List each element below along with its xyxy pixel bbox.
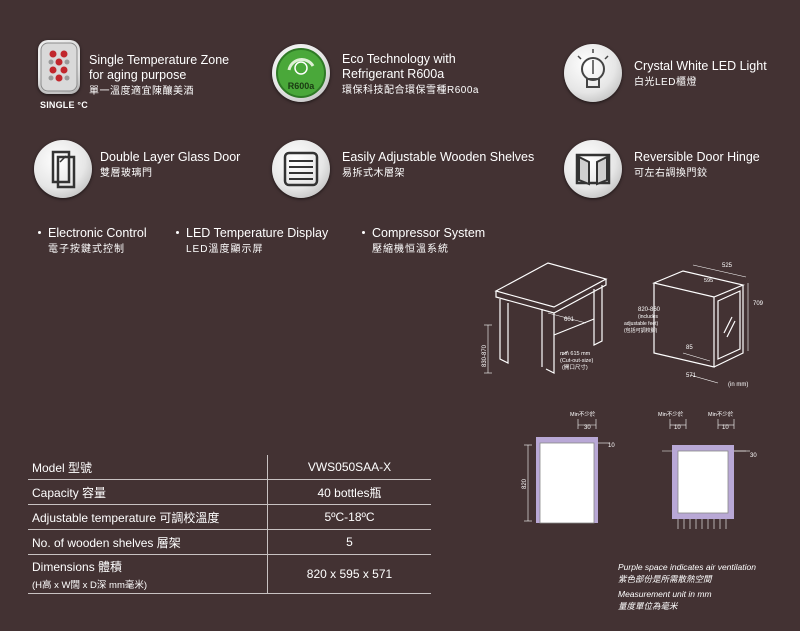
- feature-single-zone: SINGLE °C Single Temperature Zone for ag…: [36, 40, 256, 120]
- bullet-subtitle: 電子按鍵式控制: [48, 244, 125, 255]
- door-hinge-icon: [564, 140, 622, 198]
- feature-subtitle: 可左右調換門鉸: [634, 168, 708, 179]
- dim-cabinet-width: 601: [564, 317, 575, 323]
- feature-title: Single Temperature Zone for aging purpos…: [89, 53, 230, 82]
- bullet-dot: [362, 231, 365, 234]
- dim-cutout-zh: (開口尺寸): [562, 363, 588, 371]
- dim-feet-height: 85: [686, 345, 693, 351]
- spec-value: 40 bottles瓶: [267, 479, 431, 505]
- single-zone-icon: [38, 40, 80, 94]
- spec-row-model: Model 型號 VWS050SAA-X: [28, 455, 431, 480]
- dim-cutout-size: (Cut-out-size): [560, 358, 593, 364]
- dim-cutout-min: min 615 mm: [560, 351, 591, 357]
- bullet-subtitle: 壓縮機恒溫系統: [372, 244, 449, 255]
- dim-bottom-depth: 571: [686, 373, 697, 379]
- feature-eco: R600a Eco Technology with Refrigerant R6…: [272, 44, 522, 114]
- dim-height-range: 820-860: [638, 307, 661, 313]
- bullet-title: LED Temperature Display: [186, 226, 329, 240]
- feature-title: Crystal White LED Light: [634, 59, 767, 73]
- led-bulb-icon: [564, 44, 622, 102]
- min-label-right: Min不少於: [708, 410, 734, 418]
- note-line: Purple space indicates air ventilation: [618, 562, 756, 572]
- dim-top-depth: 525: [722, 263, 733, 269]
- bullet-electronic-control: Electronic Control 電子按鍵式控制: [38, 226, 147, 257]
- feature-subtitle: 易拆式木層架: [342, 168, 405, 179]
- r600a-icon: R600a: [272, 44, 330, 102]
- spec-label: Adjustable temperature 可調校溫度: [28, 504, 268, 530]
- feature-led-light: Crystal White LED Light 白光LED櫃燈: [564, 44, 784, 114]
- bullet-led-display: LED Temperature Display LED溫度顯示屏: [176, 226, 328, 257]
- spec-table: Model 型號 VWS050SAA-X Capacity 容量 40 bott…: [28, 455, 431, 594]
- dim-feet-zh: (包括可調校腳): [624, 327, 658, 334]
- feature-subtitle: 單一溫度適宜陳釀美酒: [89, 86, 194, 97]
- feature-title: Easily Adjustable Wooden Shelves: [342, 150, 535, 164]
- spec-label: Dimensions 體積: [32, 559, 123, 574]
- feature-shelves: Easily Adjustable Wooden Shelves 易拆式木層架: [272, 140, 552, 210]
- dim-includes: (includes: [638, 314, 659, 320]
- gap-left-mid: 10: [674, 425, 681, 431]
- feature-hinge: Reversible Door Hinge 可左右調換門鉸: [564, 140, 794, 210]
- spec-label: Capacity 容量: [28, 479, 268, 505]
- ventilation-diagram: Min不少於 30 10 820 Min不少於 10 Min不少於 10 30: [522, 410, 757, 529]
- spec-value: VWS050SAA-X: [267, 455, 431, 480]
- spec-label: Model 型號: [28, 455, 268, 480]
- note-line: 紫色部份是所需散熱空間: [618, 574, 712, 584]
- note-line: Measurement unit in mm: [618, 589, 712, 599]
- spec-value: 5: [267, 529, 431, 555]
- spec-label: No. of wooden shelves 層架: [28, 529, 268, 555]
- dim-cabinet-height: 830-870: [482, 344, 488, 367]
- feature-title: Eco Technology with Refrigerant R600a: [342, 52, 456, 81]
- spec-row-temperature: Adjustable temperature 可調校溫度 5ºC-18ºC: [28, 504, 431, 530]
- bullet-compressor: Compressor System 壓縮機恒溫系統: [362, 226, 485, 257]
- shelves-icon: [272, 140, 330, 198]
- spec-value: 5ºC-18ºC: [267, 504, 431, 530]
- gap-back-left: 10: [608, 443, 615, 449]
- feature-subtitle: 雙層玻璃門: [100, 168, 153, 179]
- gap-top-right: 30: [750, 453, 757, 459]
- feature-title: Reversible Door Hinge: [634, 150, 760, 164]
- ventilation-note: Purple space indicates air ventilation 紫…: [618, 561, 756, 612]
- dim-side-height: 709: [753, 301, 764, 307]
- spec-sublabel: (H高 x W闊 x D深 mm毫米): [32, 579, 148, 591]
- bullet-subtitle: LED溫度顯示屏: [186, 244, 264, 255]
- min-label-left: Min不少於: [570, 410, 596, 418]
- min-label-mid: Min不少於: [658, 410, 684, 418]
- dim-inner-width: 595: [704, 278, 713, 284]
- feature-subtitle: 白光LED櫃燈: [634, 77, 697, 88]
- bullet-dot: [176, 231, 179, 234]
- feature-subtitle: 環保科技配合環保雪種R600a: [342, 85, 479, 96]
- installation-diagram: 830-870 601 min 615 mm (Cut-out-size) (開…: [482, 262, 764, 388]
- spec-value: 820 x 595 x 571: [267, 554, 431, 594]
- spec-row-capacity: Capacity 容量 40 bottles瓶: [28, 479, 431, 505]
- r600a-badge: R600a: [288, 81, 316, 91]
- bullet-title: Compressor System: [372, 226, 486, 240]
- dim-adj-feet: adjustable feet): [624, 321, 659, 327]
- note-line: 量度單位為毫米: [618, 601, 678, 611]
- spec-row-dimensions: Dimensions 體積 (H高 x W闊 x D深 mm毫米) 820 x …: [28, 554, 431, 594]
- feature-glass-door: Double Layer Glass Door 雙層玻璃門: [34, 140, 264, 210]
- dim-unit: (in mm): [728, 382, 748, 388]
- gap-right: 10: [722, 425, 729, 431]
- bullet-title: Electronic Control: [48, 226, 147, 240]
- glass-door-icon: [34, 140, 92, 198]
- single-badge: SINGLE °C: [40, 100, 88, 110]
- bullet-dot: [38, 231, 41, 234]
- dim-side-820: 820: [522, 478, 528, 489]
- spec-row-shelves: No. of wooden shelves 層架 5: [28, 529, 431, 555]
- gap-top-left: 30: [584, 425, 591, 431]
- feature-title: Double Layer Glass Door: [100, 150, 241, 164]
